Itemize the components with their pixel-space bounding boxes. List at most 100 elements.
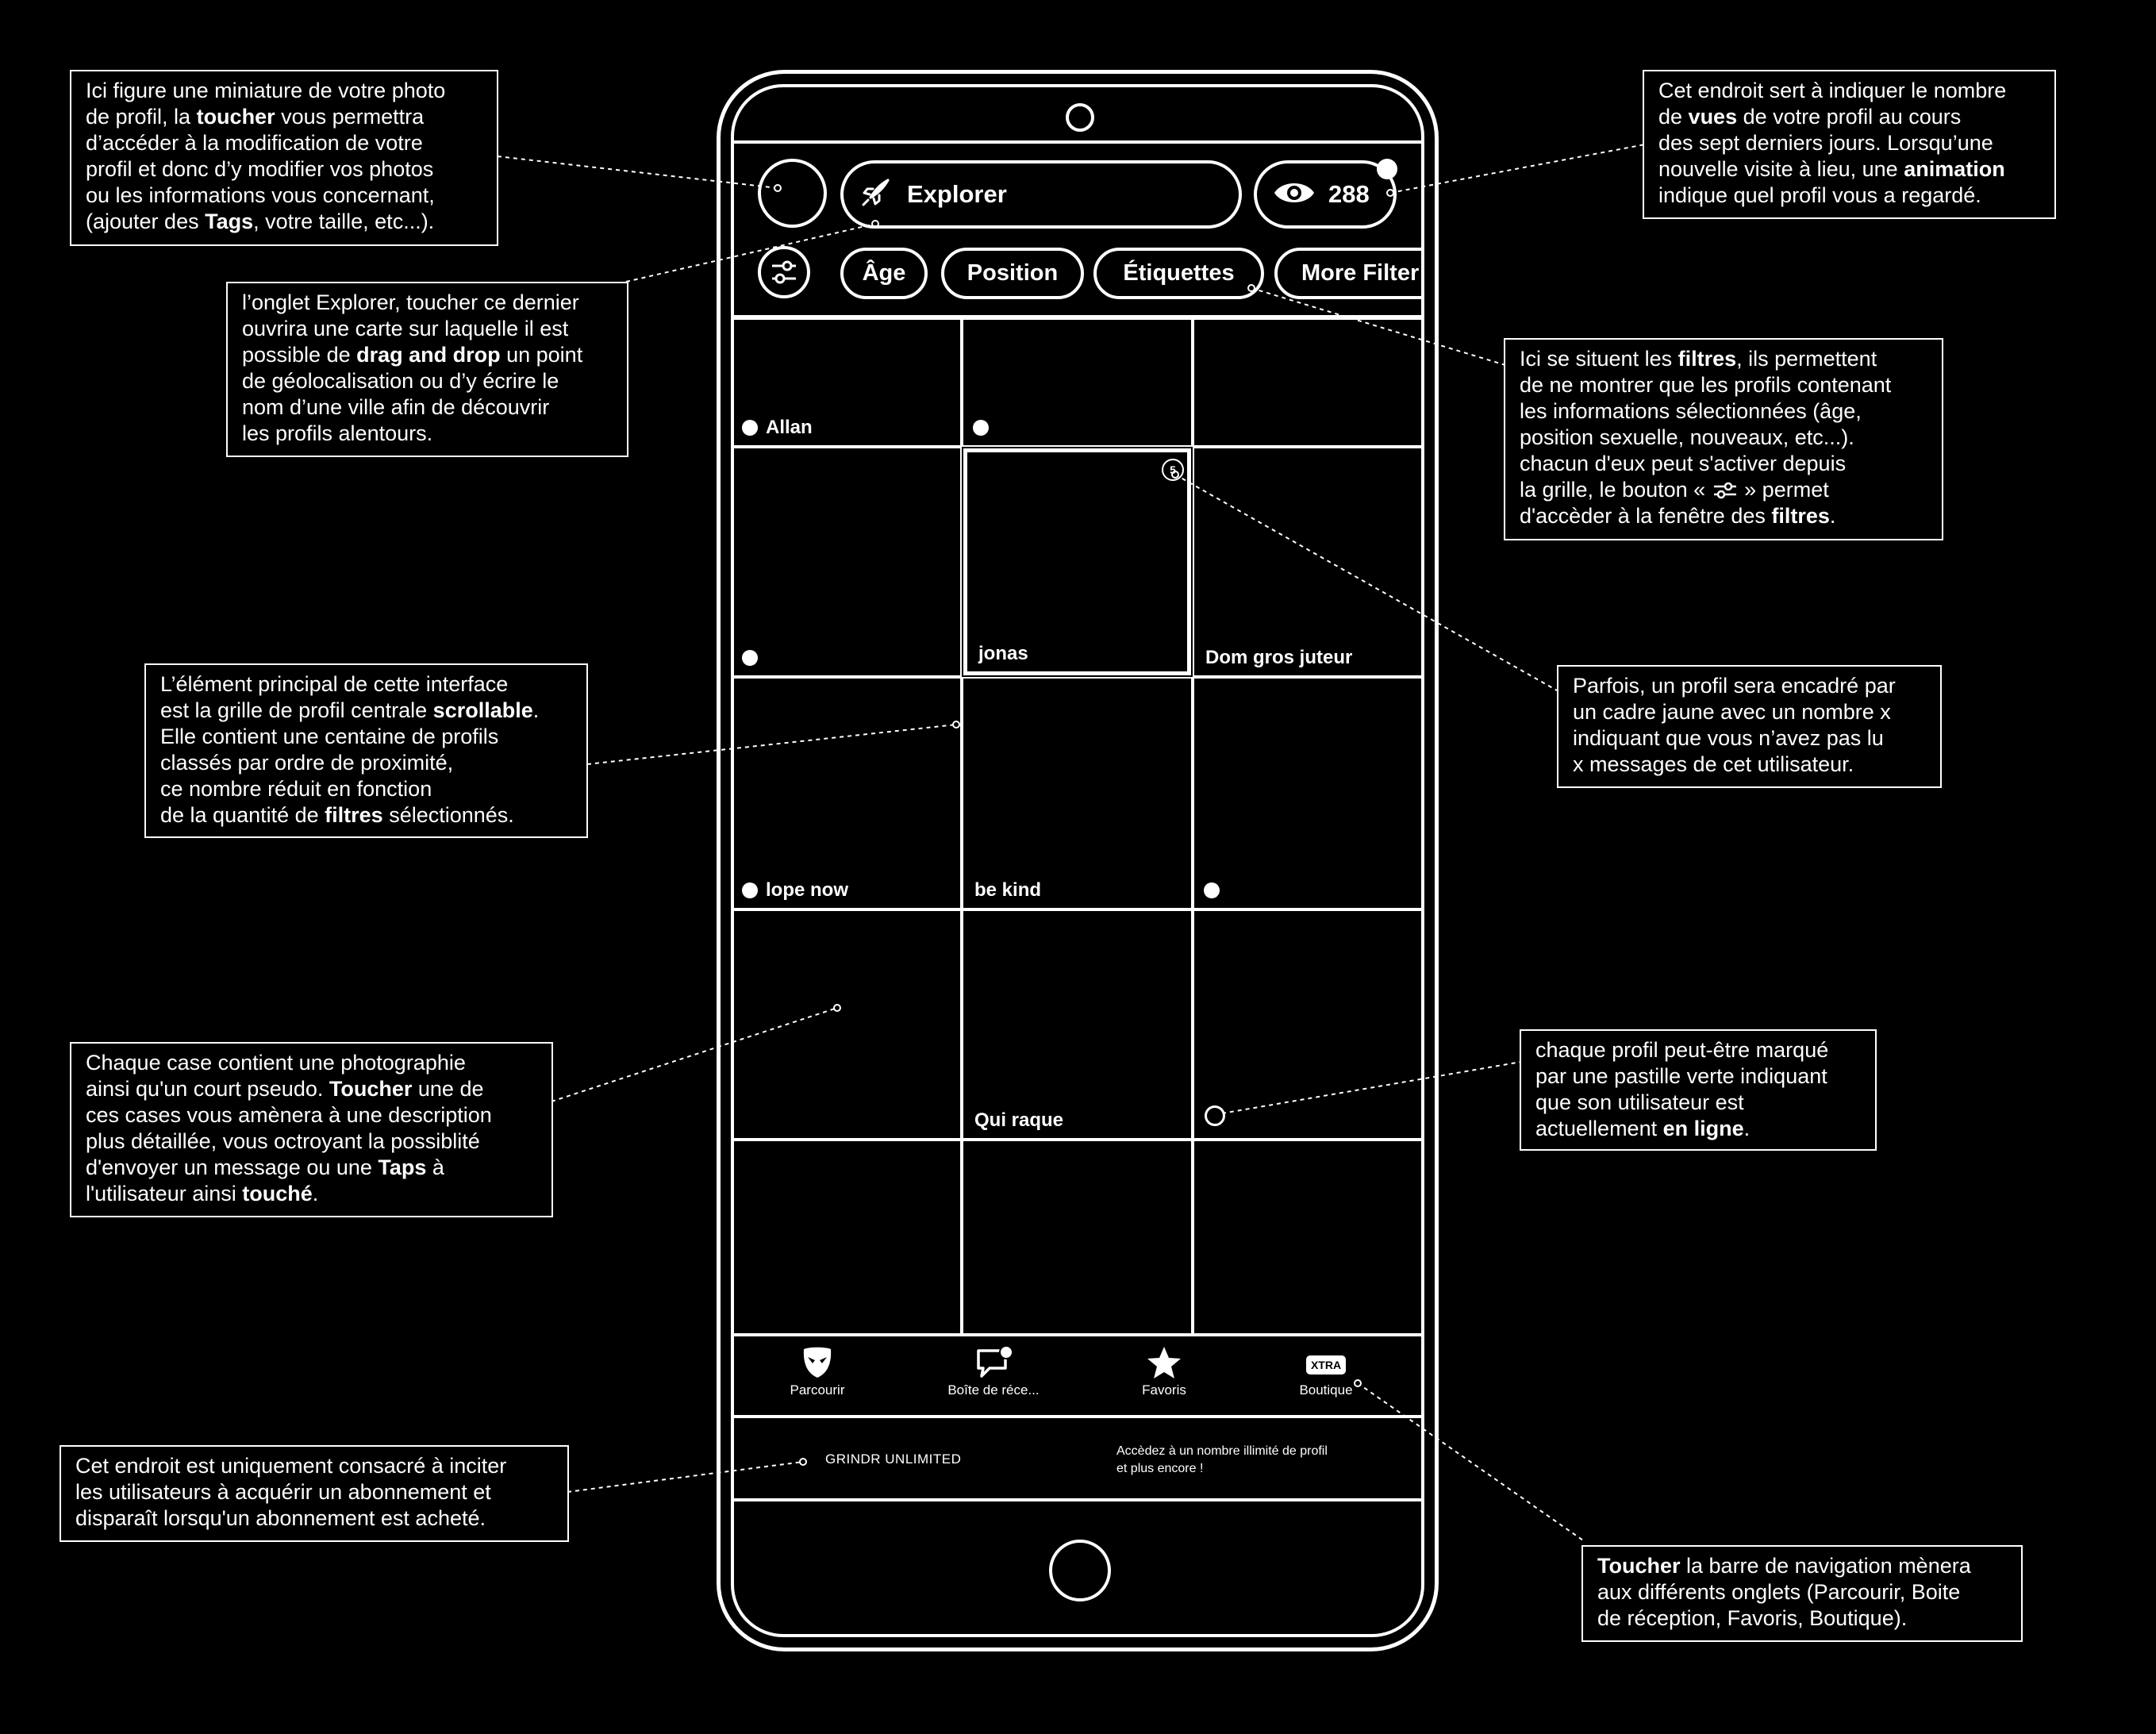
profile-cell[interactable] — [731, 909, 962, 1140]
callout-text: une de — [412, 1077, 484, 1101]
callout-line: l'utilisateur ainsi touché. — [86, 1181, 537, 1207]
callout-line: (ajouter des Tags, votre taille, etc...)… — [86, 209, 482, 235]
profile-avatar-button[interactable] — [758, 159, 827, 228]
profile-cell[interactable] — [1193, 1140, 1424, 1335]
promo-description-line: et plus encore ! — [1116, 1462, 1204, 1475]
callout-text: ce nombre réduit en fonction — [160, 777, 432, 801]
tab-label: Parcourir — [790, 1382, 845, 1398]
callout-text: un point — [500, 343, 583, 367]
callout-line: indique quel profil vous a regardé. — [1658, 183, 2040, 209]
callout-text: . — [1743, 1117, 1751, 1140]
tab-parcourir[interactable]: Parcourir — [738, 1346, 897, 1398]
callout-emphasis: en ligne — [1662, 1117, 1744, 1140]
callout-line: est la grille de profil centrale scrolla… — [160, 698, 572, 724]
callout-line: nouvelle visite à lieu, une animation — [1658, 156, 2040, 183]
callout-line: Cet endroit est uniquement consacré à in… — [75, 1453, 553, 1479]
filter-chip-more[interactable]: More Filter — [1274, 248, 1422, 299]
callout-text: Parfois, un profil sera encadré par — [1573, 674, 1896, 698]
callout-text: chaque profil peut-être marqué — [1535, 1038, 1829, 1062]
tab-inbox[interactable]: Boîte de réce... — [914, 1346, 1073, 1398]
callout-line: de la quantité de filtres sélectionnés. — [160, 802, 572, 829]
callout-text: l’onglet Explorer, toucher ce dernier — [242, 290, 579, 314]
callout-line: profil et donc d’y modifier vos photos — [86, 156, 482, 183]
callout-emphasis: scrollable — [432, 698, 533, 722]
callout-line: classés par ordre de proximité, — [160, 750, 572, 776]
profile-cell[interactable] — [731, 447, 962, 677]
profile-name: lope now — [766, 879, 848, 901]
callout-text: les utilisateurs à acquérir un abonnemen… — [75, 1480, 491, 1504]
profile-cell[interactable]: Qui raque — [962, 909, 1193, 1140]
callout-text: de — [1658, 105, 1689, 129]
callout-text: indiquant que vous n’avez pas lu — [1573, 726, 1884, 750]
callout-text: de profil, la — [86, 105, 197, 129]
callout-emphasis: drag and drop — [356, 343, 501, 367]
profile-cell[interactable] — [962, 1140, 1193, 1335]
explorer-label: Explorer — [907, 180, 1007, 208]
filters-settings-button[interactable] — [758, 246, 810, 298]
profile-name: Qui raque — [974, 1109, 1064, 1131]
callout-text: de ne montrer que les profils contenant — [1520, 373, 1892, 397]
callout-text: . — [532, 698, 540, 722]
divider — [731, 315, 1424, 318]
callout-line: les profils alentours. — [242, 421, 613, 447]
callout-text: position sexuelle, nouveaux, etc...). — [1520, 425, 1854, 449]
profile-cell[interactable] — [1193, 909, 1424, 1140]
callout-emphasis: animation — [1904, 157, 2005, 181]
profile-cell[interactable]: be kind — [962, 677, 1193, 909]
callout-line: position sexuelle, nouveaux, etc...). — [1520, 425, 1927, 451]
explorer-button[interactable]: Explorer — [840, 160, 1242, 229]
callout-line: les informations sélectionnées (âge, — [1520, 398, 1927, 425]
callout-line: disparaît lorsqu'un abonnement est achet… — [75, 1505, 553, 1532]
callout-text: ou les informations vous concernant, — [86, 183, 435, 207]
filter-chip-etiquettes[interactable]: Étiquettes — [1093, 248, 1264, 299]
front-camera — [1066, 103, 1094, 132]
tab-label: Boîte de réce... — [947, 1382, 1040, 1398]
callout-text: chacun d'eux peut s'activer depuis — [1520, 452, 1847, 475]
profile-name: be kind — [974, 879, 1042, 901]
divider — [731, 1498, 1424, 1501]
callout-text: actuellement — [1535, 1117, 1663, 1140]
promo-description-line: Accèdez à un nombre illimité de profil — [1116, 1444, 1328, 1458]
tab-favoris[interactable]: Favoris — [1085, 1346, 1243, 1398]
profile-cell[interactable]: Dom gros juteur — [1193, 447, 1424, 677]
tab-label: Boutique — [1299, 1382, 1353, 1398]
profile-cell[interactable] — [1193, 318, 1424, 447]
callout-line: nom d’une ville afin de découvrir — [242, 394, 613, 421]
callout-filters: Ici se situent les filtres, ils permette… — [1504, 338, 1943, 540]
callout-emphasis: vues — [1688, 105, 1738, 129]
callout-text: nouvelle visite à lieu, une — [1658, 157, 1904, 181]
online-indicator-marker — [1205, 1105, 1225, 1126]
callout-text: (ajouter des — [86, 210, 206, 233]
profile-name: Allan — [766, 417, 813, 438]
callout-text: classés par ordre de proximité, — [160, 751, 454, 775]
profile-cell[interactable] — [1193, 677, 1424, 909]
profile-cell[interactable] — [962, 318, 1193, 447]
callout-text: la grille, le bouton « — [1520, 478, 1712, 502]
unread-count-badge: 5 — [1162, 459, 1184, 481]
profile-cell[interactable] — [731, 1140, 962, 1335]
callout-line: d'envoyer un message ou une Taps à — [86, 1155, 537, 1181]
views-count: 288 — [1328, 180, 1370, 208]
profile-cell[interactable]: Allan — [731, 318, 962, 447]
callout-line: de réception, Favoris, Boutique). — [1597, 1605, 2007, 1632]
profile-views-button[interactable]: 288 — [1254, 160, 1397, 229]
promo-title[interactable]: GRINDR UNLIMITED — [825, 1451, 962, 1467]
filter-chip-age[interactable]: Âge — [840, 248, 928, 299]
mask-icon — [803, 1347, 832, 1378]
tab-boutique[interactable]: XTRA Boutique — [1247, 1346, 1405, 1398]
profile-cell[interactable]: lope now — [731, 677, 962, 909]
promo-description[interactable]: Accèdez à un nombre illimité de profil e… — [1116, 1443, 1328, 1478]
callout-line: actuellement en ligne. — [1535, 1116, 1861, 1142]
callout-text: nom d’une ville afin de découvrir — [242, 395, 550, 419]
callout-text: de la quantité de — [160, 803, 325, 827]
callout-emphasis: toucher — [196, 105, 275, 129]
filter-chip-position[interactable]: Position — [941, 248, 1084, 299]
home-button[interactable] — [1049, 1540, 1111, 1601]
